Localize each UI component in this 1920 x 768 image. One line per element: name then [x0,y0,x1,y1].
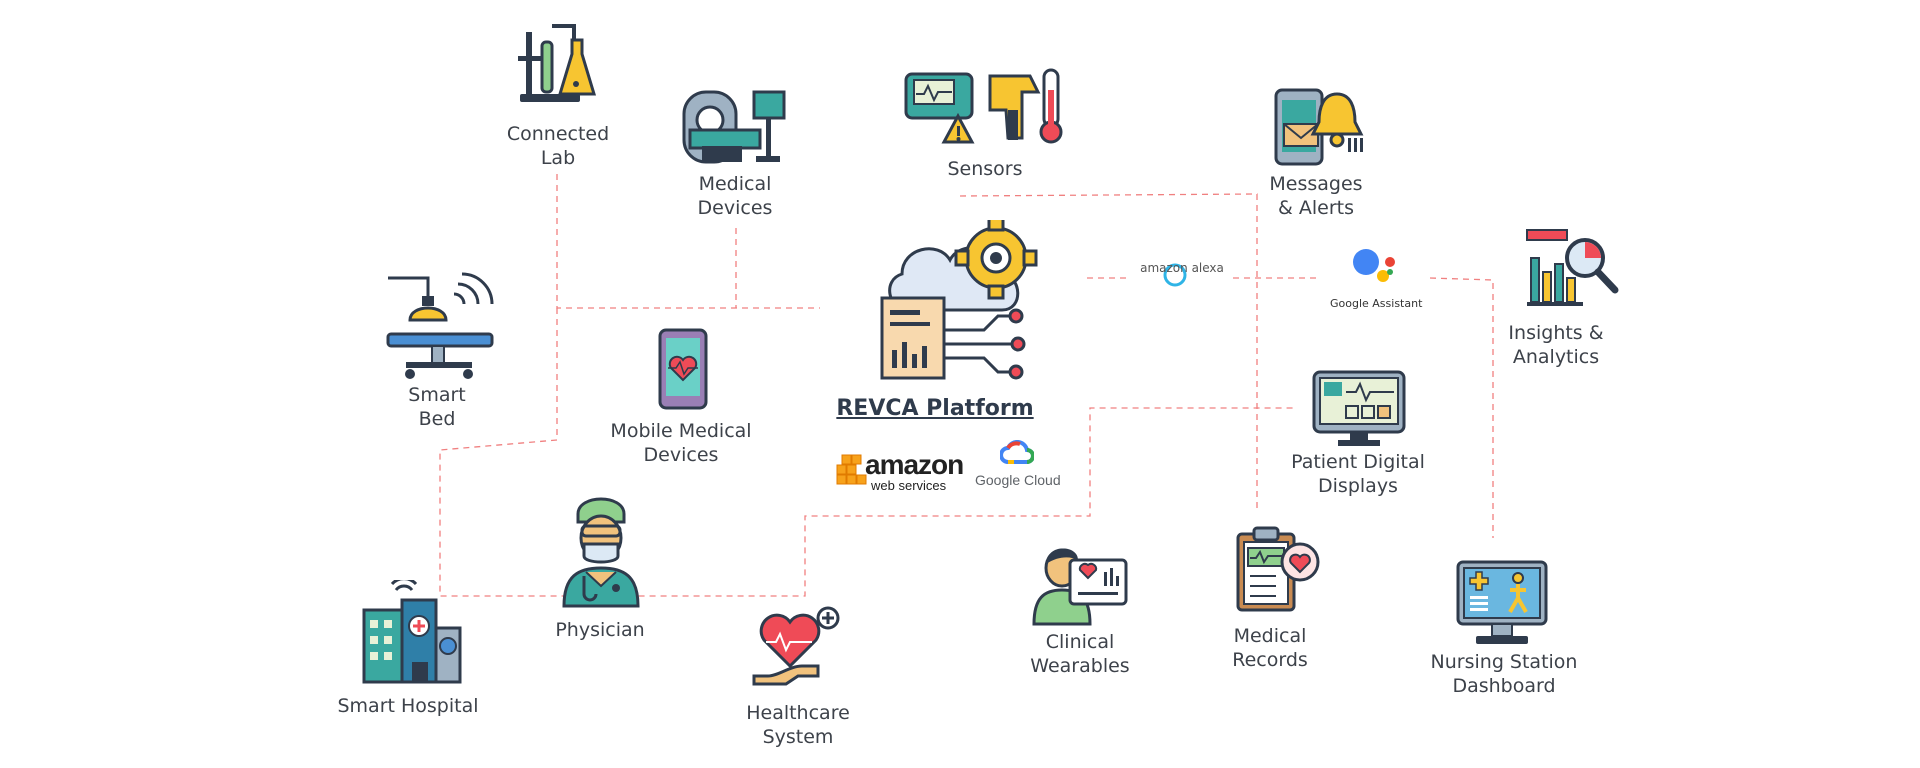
google-assistant-icon [1353,249,1395,282]
sensor-monitor-icon [904,72,975,144]
hospital-building-icon [362,580,462,684]
node-label-insights-analytics: Insights &Analytics [1508,322,1604,368]
patient-monitor-icon [1312,370,1406,446]
aws-wordmark: amazon [865,449,964,480]
google-cloud-icon [1000,440,1034,464]
aws-logo-icon [836,454,867,485]
thermometer-icon [988,68,1063,144]
cloud-gear-icon [880,220,1038,380]
alexa-icon [1163,263,1187,287]
smartphone-heart-icon [658,328,708,410]
connector-lab [556,174,820,309]
clipboard-heart-icon [1236,526,1320,612]
aws-subtext: web services [871,478,947,493]
node-label-physician: Physician [555,619,645,641]
google-assistant-label: Google Assistant [1330,297,1423,310]
lab-flask-icon [518,24,597,102]
wearable-person-icon [1032,548,1128,626]
surgical-bed-icon [386,272,494,379]
connector-sensors-records [959,193,1258,513]
doctor-icon [562,497,640,608]
platform-title: REVCA Platform [836,396,1034,421]
connector-bed-physician [439,308,1295,597]
node-label-smart-hospital: Smart Hospital [337,695,479,717]
analytics-chart-icon [1526,229,1619,306]
bell-icon [1310,92,1364,152]
nursing-dashboard-icon [1456,560,1548,644]
google-cloud-label: Google Cloud [975,472,1061,488]
connector-insights-nursing [1429,277,1494,538]
aws-logo: amazon web services [835,449,964,493]
node-label-sensors: Sensors [947,158,1023,180]
heart-hand-icon [752,606,840,686]
mri-scanner-icon [682,90,786,164]
phone-alert-icon [1274,88,1324,166]
node-label-messages-alerts: Messages& Alerts [1269,173,1363,219]
alexa-label: amazon alexa [1140,261,1224,275]
